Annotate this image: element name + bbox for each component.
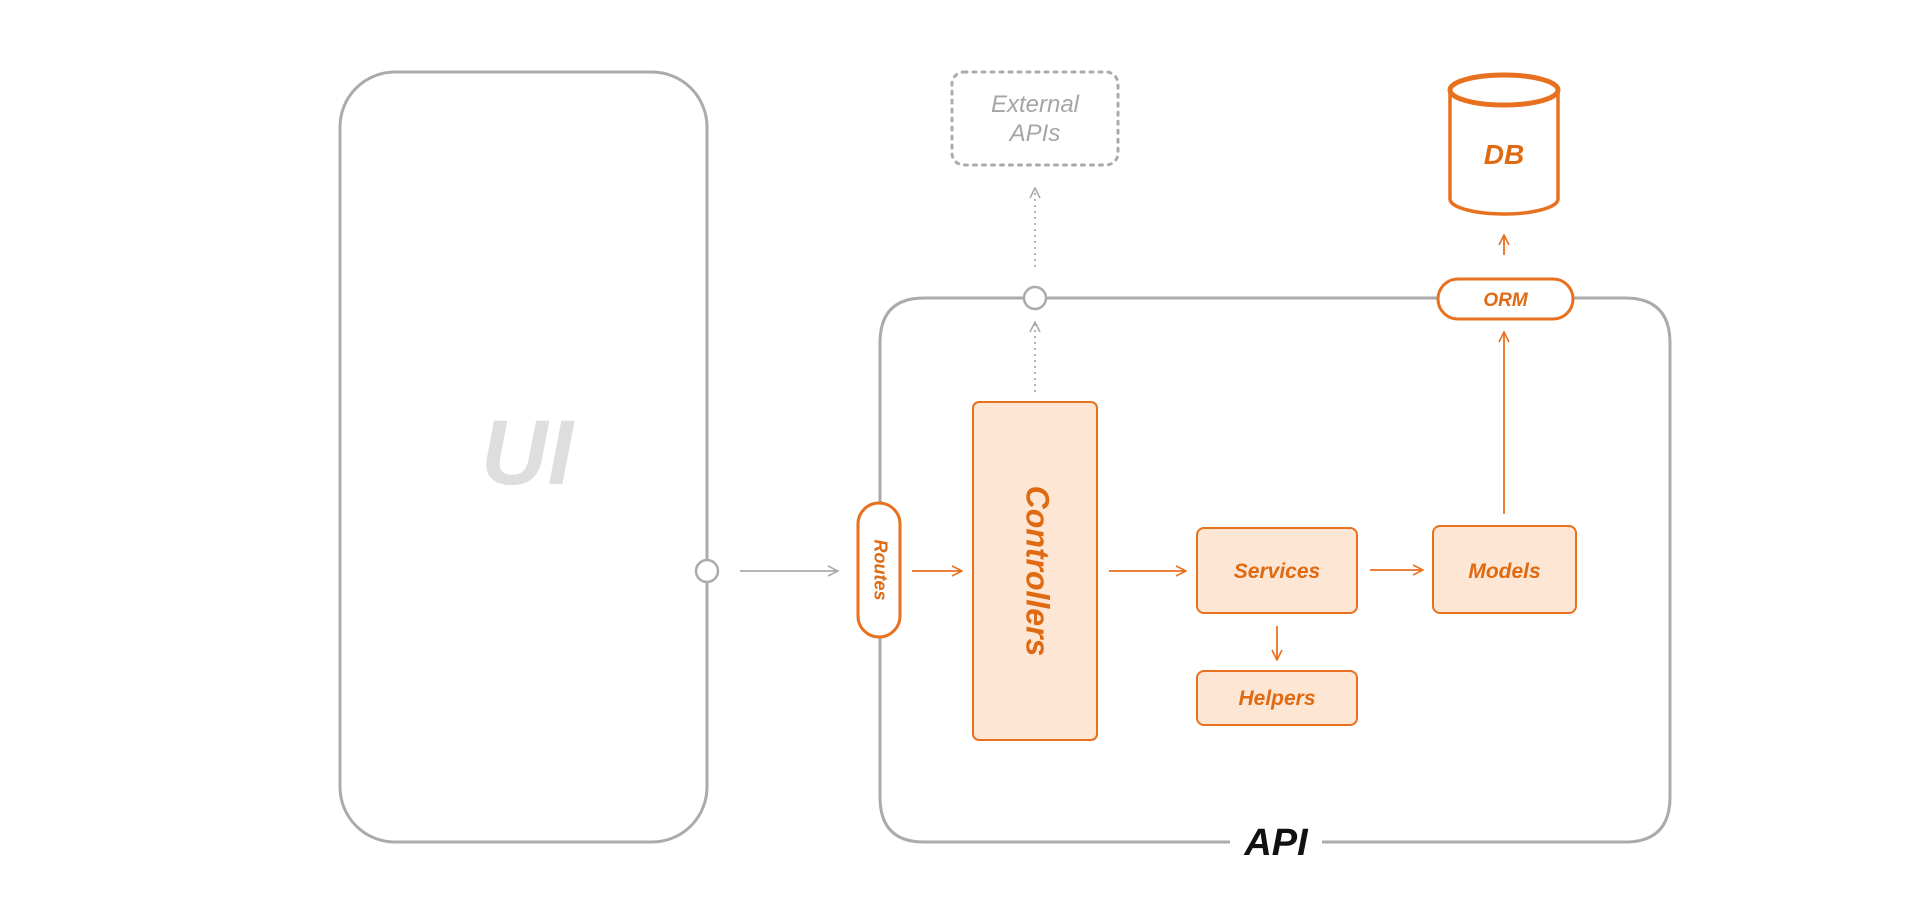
orm-pill bbox=[1436, 277, 1575, 321]
models-label: Models bbox=[1468, 560, 1540, 583]
db-label: DB bbox=[1484, 139, 1524, 170]
orm-node: ORM bbox=[1436, 277, 1575, 321]
ui-container: UI bbox=[338, 70, 720, 844]
db-cylinder-body bbox=[1448, 90, 1560, 216]
models-node: Models bbox=[1432, 525, 1577, 614]
orm-label: ORM bbox=[1483, 290, 1529, 311]
routes-node: Routes bbox=[856, 501, 902, 639]
routes-pill bbox=[856, 501, 902, 639]
api-container: API bbox=[878, 285, 1672, 864]
external-apis-box bbox=[950, 70, 1120, 167]
helpers-node: Helpers bbox=[1196, 670, 1358, 726]
external-apis-node: External APIs bbox=[950, 70, 1120, 167]
controllers-box bbox=[972, 401, 1098, 741]
db-node: DB bbox=[1447, 72, 1561, 216]
helpers-box bbox=[1196, 670, 1358, 726]
api-label: API bbox=[1243, 822, 1309, 864]
services-label: Services bbox=[1234, 560, 1320, 583]
api-external-port bbox=[1022, 285, 1048, 311]
ui-port bbox=[694, 558, 720, 584]
db-cylinder-top bbox=[1447, 72, 1561, 108]
external-apis-label-line1: External bbox=[991, 91, 1080, 118]
controllers-node: Controllers bbox=[972, 401, 1098, 741]
helpers-label: Helpers bbox=[1238, 687, 1315, 710]
routes-label: Routes bbox=[870, 539, 890, 600]
controllers-label: Controllers bbox=[1020, 486, 1056, 657]
services-node: Services bbox=[1196, 527, 1358, 614]
services-box bbox=[1196, 527, 1358, 614]
ui-container-frame bbox=[338, 70, 709, 844]
external-apis-label-line2: APIs bbox=[1008, 120, 1061, 147]
models-box bbox=[1432, 525, 1577, 614]
ui-label: UI bbox=[481, 402, 575, 504]
api-container-frame bbox=[878, 296, 1672, 844]
